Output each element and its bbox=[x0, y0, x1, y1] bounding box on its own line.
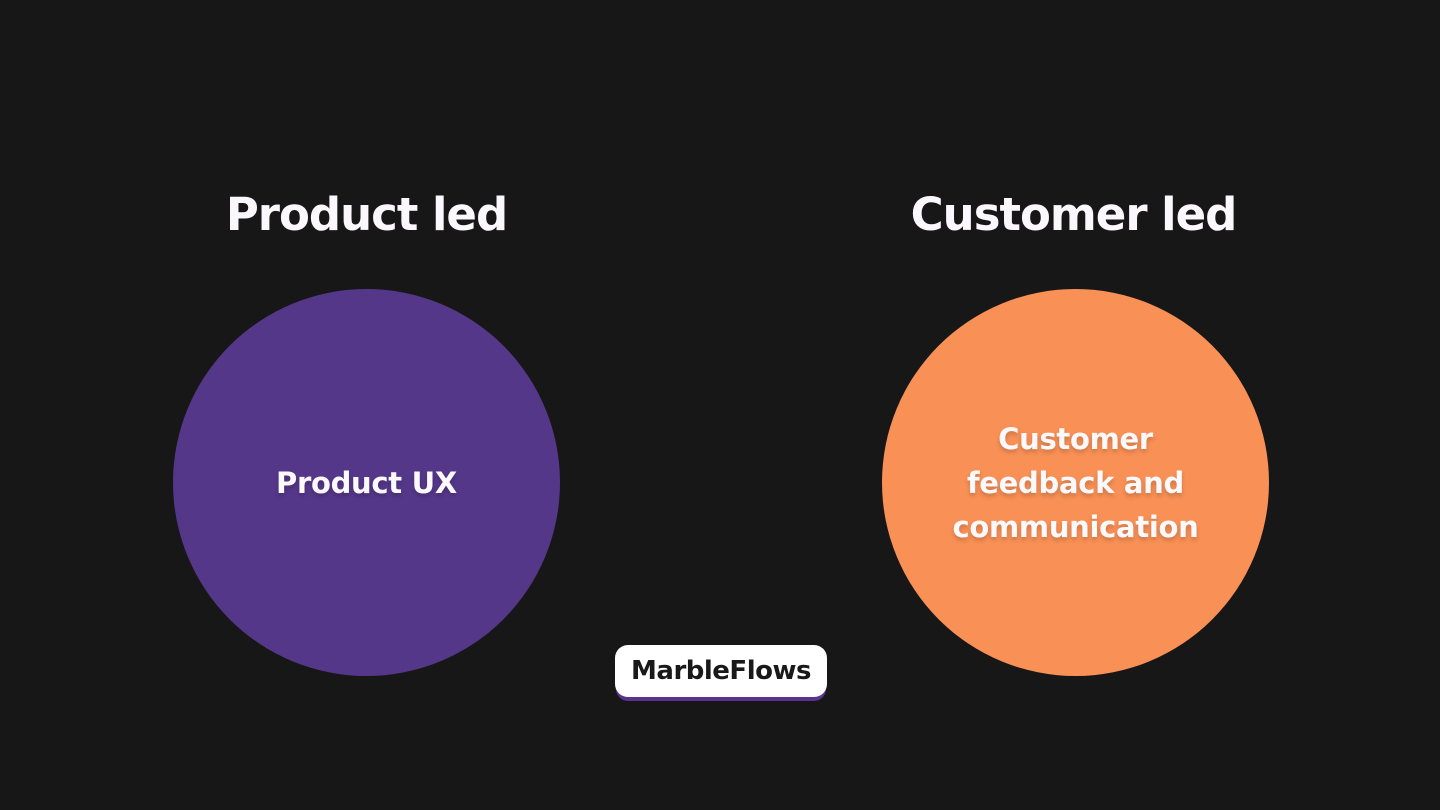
product-led-heading: Product led bbox=[225, 188, 508, 241]
customer-led-circle-label-line-2: feedback and bbox=[966, 465, 1184, 500]
product-led-circle-label: Product UX bbox=[276, 465, 457, 500]
marbleflows-badge[interactable]: MarbleFlows bbox=[615, 645, 827, 697]
customer-led-heading: Customer led bbox=[910, 188, 1238, 241]
customer-led-circle-label-line-3: communication bbox=[952, 509, 1199, 544]
customer-led-circle-label-line-1: Customer bbox=[998, 421, 1153, 456]
customer-led-circle: Customer feedback and communication bbox=[882, 289, 1269, 676]
marbleflows-badge-label: MarbleFlows bbox=[631, 656, 811, 686]
product-led-circle: Product UX bbox=[173, 289, 560, 676]
customer-led-circle-label: Customer feedback and communication bbox=[952, 417, 1198, 549]
